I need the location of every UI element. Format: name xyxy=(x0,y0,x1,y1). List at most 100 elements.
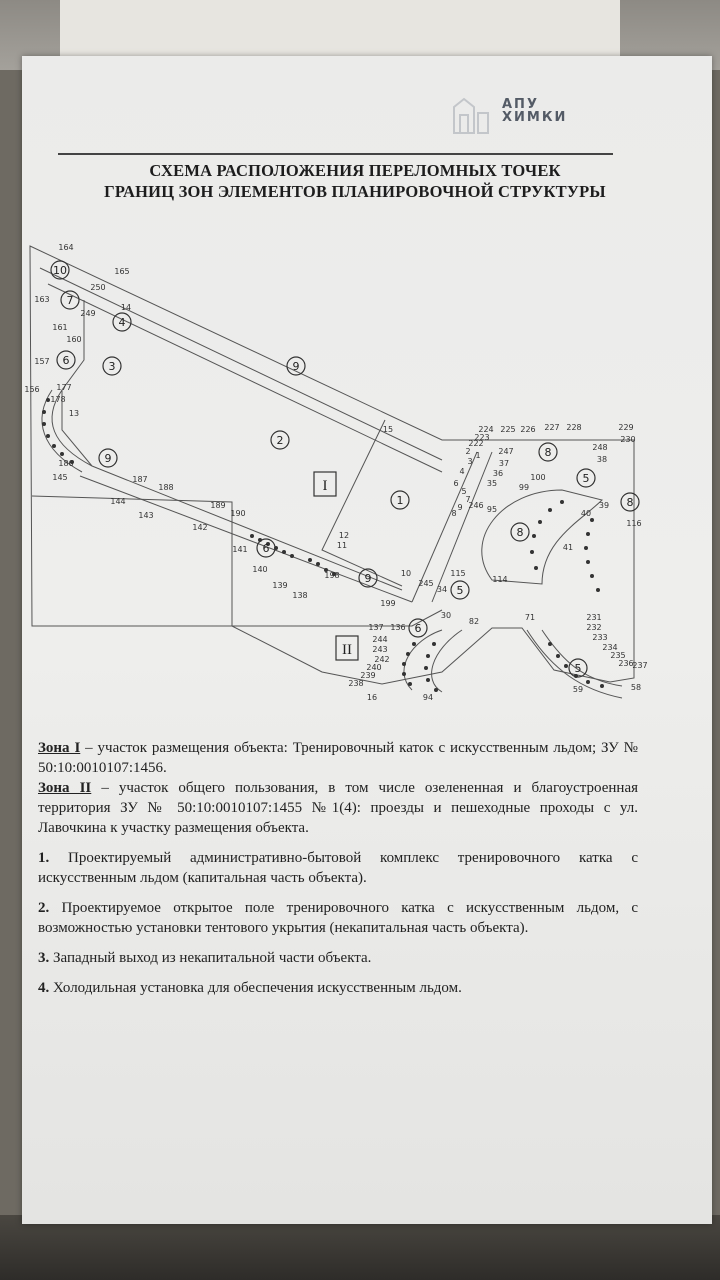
area-number: 9 xyxy=(105,452,112,465)
point-label: 156 xyxy=(24,385,39,394)
legend-item-text: Холодильная установка для обеспечения ис… xyxy=(49,980,462,996)
legend-item-1: 1. Проектируемый административно-бытовой… xyxy=(38,848,638,888)
point-label: 115 xyxy=(450,569,465,578)
point-label: 143 xyxy=(138,511,153,520)
area-number: 8 xyxy=(627,496,634,509)
point-label: 16 xyxy=(367,693,377,702)
area-number: 5 xyxy=(575,662,582,675)
point-label: 161 xyxy=(52,323,67,332)
point-label: 114 xyxy=(492,575,507,584)
zone-i-description: Зона I – участок размещения объекта: Тре… xyxy=(38,738,638,778)
point-label: 9 xyxy=(457,503,462,512)
area-number: 9 xyxy=(365,572,372,585)
point-label: 2 xyxy=(465,447,470,456)
point-label: 35 xyxy=(487,479,497,488)
point-label: 11 xyxy=(337,541,347,550)
area-number: 8 xyxy=(517,526,524,539)
site-plan-scheme: 10 7 4 3 6 9 9 2 1 8 5 8 8 6 9 5 6 5 I I… xyxy=(24,243,647,702)
point-label: 230 xyxy=(620,435,635,444)
point-label: 36 xyxy=(493,469,503,478)
point-label: 247 xyxy=(498,447,513,456)
logo-line-1: АПУ xyxy=(502,97,539,112)
point-label: 82 xyxy=(469,617,479,626)
point-label: 6 xyxy=(453,479,458,488)
point-label: 12 xyxy=(339,531,349,540)
area-number: 7 xyxy=(67,294,74,307)
area-number: 2 xyxy=(277,434,284,447)
point-label: 41 xyxy=(563,543,573,552)
point-label: 40 xyxy=(581,509,591,518)
point-label: 239 xyxy=(360,671,375,680)
point-label: 186 xyxy=(58,459,73,468)
zone-ii-text: – участок общего пользования, в том числ… xyxy=(38,780,638,836)
point-label: 34 xyxy=(437,585,447,594)
point-label: 5 xyxy=(461,487,466,496)
point-label: 228 xyxy=(566,423,581,432)
logo-building-icon xyxy=(453,97,489,134)
point-label: 145 xyxy=(52,473,67,482)
point-label: 242 xyxy=(374,655,389,664)
point-label: 232 xyxy=(586,623,601,632)
area-number: 5 xyxy=(457,584,464,597)
zone-ii-description: Зона II – участок общего пользования, в … xyxy=(38,778,638,838)
point-label: 157 xyxy=(34,357,49,366)
zone-i-label: Зона I xyxy=(38,740,81,756)
point-label: 229 xyxy=(618,423,633,432)
point-label: 100 xyxy=(530,473,545,482)
logo-line-2: ХИМКИ xyxy=(502,110,568,125)
point-label: 240 xyxy=(366,663,381,672)
point-label: 71 xyxy=(525,613,535,622)
point-label: 225 xyxy=(500,425,515,434)
point-label: 10 xyxy=(401,569,411,578)
point-label: 244 xyxy=(372,635,387,644)
zone-label-i: I xyxy=(323,478,328,494)
point-label: 189 xyxy=(210,501,225,510)
point-label: 178 xyxy=(50,395,65,404)
point-label: 248 xyxy=(592,443,607,452)
point-label: 38 xyxy=(597,455,607,464)
point-label: 138 xyxy=(292,591,307,600)
legend-item-text: Проектируемое открытое поле тренировочно… xyxy=(38,900,638,936)
point-label: 140 xyxy=(252,565,267,574)
title-line-1: СХЕМА РАСПОЛОЖЕНИЯ ПЕРЕЛОМНЫХ ТОЧЕК xyxy=(149,161,561,180)
zone-label-ii: II xyxy=(342,642,352,658)
legend-item-3: 3. Западный выход из некапитальной части… xyxy=(38,948,638,968)
point-label: 141 xyxy=(232,545,247,554)
legend-item-4: 4. Холодильная установка для обеспечения… xyxy=(38,978,638,998)
point-label: 222 xyxy=(468,439,483,448)
point-label: 8 xyxy=(451,509,456,518)
legend-item-number: 1. xyxy=(38,850,50,866)
legend-item-2: 2. Проектируемое открытое поле тренирово… xyxy=(38,898,638,938)
point-label: 250 xyxy=(90,283,105,292)
point-label: 94 xyxy=(423,693,433,702)
point-label: 99 xyxy=(519,483,529,492)
legend-item-number: 3. xyxy=(38,950,50,966)
point-label: 199 xyxy=(380,599,395,608)
point-label: 245 xyxy=(418,579,433,588)
point-label: 198 xyxy=(324,571,339,580)
point-label: 95 xyxy=(487,505,497,514)
point-label: 223 xyxy=(474,433,489,442)
point-label: 30 xyxy=(441,611,451,620)
point-label: 144 xyxy=(110,497,125,506)
point-label: 235 xyxy=(610,651,625,660)
point-label: 4 xyxy=(459,467,464,476)
point-label: 246 xyxy=(468,501,483,510)
point-label: 1 xyxy=(475,451,480,460)
document-page xyxy=(22,56,712,1224)
point-label: 226 xyxy=(520,425,535,434)
point-label: 137 xyxy=(368,623,383,632)
point-label: 237 xyxy=(632,661,647,670)
point-label: 136 xyxy=(390,623,405,632)
point-label: 188 xyxy=(158,483,173,492)
page-title: СХЕМА РАСПОЛОЖЕНИЯ ПЕРЕЛОМНЫХ ТОЧЕК ГРАН… xyxy=(60,160,650,202)
area-number: 4 xyxy=(119,316,126,329)
point-label: 163 xyxy=(34,295,49,304)
point-label: 187 xyxy=(132,475,147,484)
point-label: 116 xyxy=(626,519,641,528)
point-label: 234 xyxy=(602,643,617,652)
point-label: 14 xyxy=(121,303,131,312)
point-label: 15 xyxy=(383,425,393,434)
apu-khimki-logo: АПУ ХИМКИ xyxy=(450,95,600,135)
legend-item-text: Западный выход из некапитальной части об… xyxy=(49,950,372,966)
